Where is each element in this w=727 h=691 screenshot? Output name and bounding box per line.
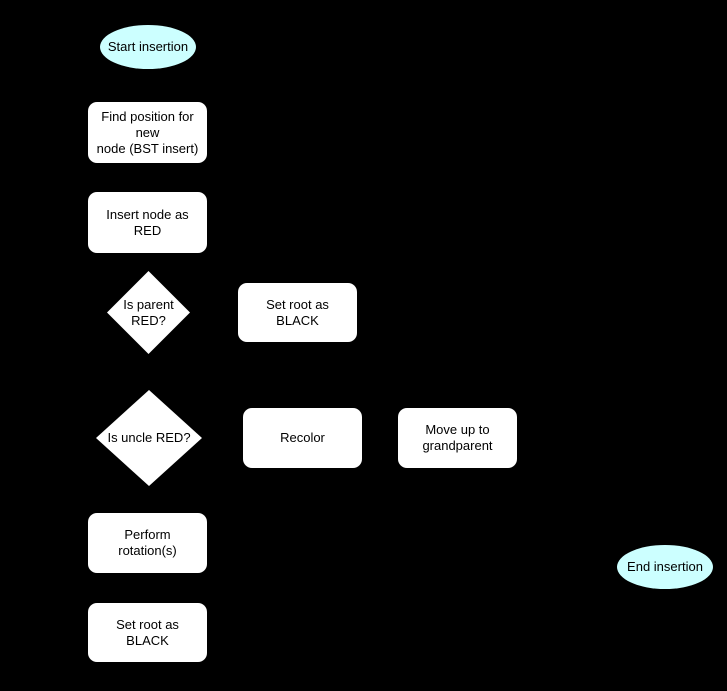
node-label: Set root as BLACK bbox=[266, 296, 329, 328]
node-label: End insertion bbox=[627, 559, 703, 574]
node-set-root-as-black-bottom[interactable]: Set root as BLACK bbox=[88, 603, 207, 662]
node-is-uncle-red[interactable]: Is uncle RED? bbox=[96, 390, 202, 486]
node-set-root-as-black-top[interactable]: Set root as BLACK bbox=[238, 283, 357, 342]
node-is-parent-red[interactable]: Is parent RED? bbox=[107, 271, 190, 354]
node-label: Insert node as RED bbox=[106, 206, 189, 238]
node-label: Is parent RED? bbox=[123, 296, 174, 328]
node-recolor[interactable]: Recolor bbox=[243, 408, 362, 468]
node-label: Move up to grandparent bbox=[422, 422, 493, 453]
node-insert-node-as-red[interactable]: Insert node as RED bbox=[88, 192, 207, 253]
node-label: Recolor bbox=[280, 430, 325, 445]
node-start-insertion[interactable]: Start insertion bbox=[100, 25, 196, 69]
node-end-insertion[interactable]: End insertion bbox=[617, 545, 713, 589]
node-move-up-to-grandparent[interactable]: Move up to grandparent bbox=[398, 408, 517, 468]
node-perform-rotations[interactable]: Perform rotation(s) bbox=[88, 513, 207, 573]
node-label: Is uncle RED? bbox=[107, 430, 191, 445]
node-label: Set root as BLACK bbox=[116, 616, 179, 648]
node-label: Perform rotation(s) bbox=[118, 527, 177, 558]
node-find-position[interactable]: Find position for new node (BST insert) bbox=[88, 102, 207, 163]
node-label: Find position for new node (BST insert) bbox=[96, 108, 199, 156]
node-label: Start insertion bbox=[107, 39, 189, 54]
